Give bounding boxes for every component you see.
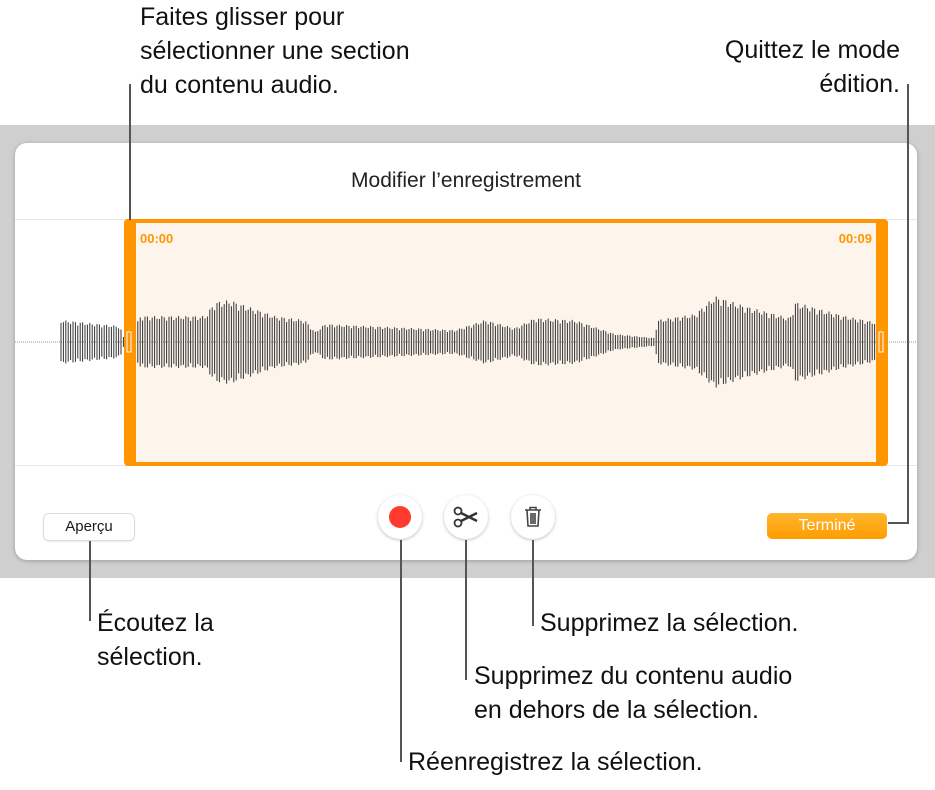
leader-line (89, 541, 91, 621)
end-time: 00:09 (838, 231, 872, 246)
start-time: 00:00 (140, 231, 174, 246)
leader-line (400, 540, 402, 762)
selection-handle-grip (878, 331, 884, 353)
scissors-icon (453, 506, 478, 528)
done-button[interactable]: Terminé (767, 513, 887, 539)
edit-recording-dialog: Modifier l’enregistrement 00:00 00:09 Ap… (15, 143, 917, 560)
callout-delete: Supprimez la sélection. (540, 609, 799, 637)
selection-handle-grip (126, 331, 132, 353)
record-button[interactable] (378, 495, 422, 539)
leader-line (907, 84, 909, 524)
delete-button[interactable] (511, 495, 555, 539)
waveform (15, 296, 917, 388)
leader-line (532, 540, 534, 626)
trash-icon (525, 506, 541, 527)
trim-button[interactable] (444, 495, 488, 539)
preview-button[interactable]: Aperçu (44, 514, 134, 540)
leader-line (888, 522, 909, 524)
dialog-title: Modifier l’enregistrement (351, 169, 581, 192)
leader-line (465, 540, 467, 680)
callout-record: Réenregistrez la sélection. (408, 748, 703, 776)
record-icon (389, 506, 411, 528)
leader-line (129, 84, 131, 220)
